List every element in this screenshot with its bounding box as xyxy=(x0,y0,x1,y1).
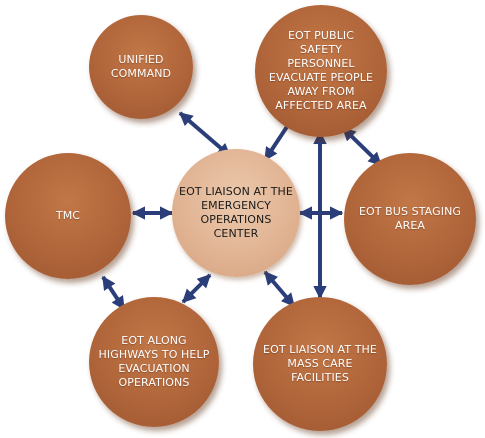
node-unified-command-label: UNIFIED COMMAND xyxy=(110,53,172,80)
node-highways-label: EOT ALONG HIGHWAYS TO HELP EVACUATION OP… xyxy=(98,334,210,389)
node-tmc: TMC xyxy=(5,153,131,279)
node-highways: EOT ALONG HIGHWAYS TO HELP EVACUATION OP… xyxy=(89,297,219,427)
node-bus-staging: EOT BUS STAGING AREA xyxy=(344,153,476,285)
arrow-public-safety-bus-staging xyxy=(341,126,383,167)
node-bus-staging-label: EOT BUS STAGING AREA xyxy=(358,205,462,232)
arrow-tmc-highways xyxy=(101,275,126,311)
node-unified-command: UNIFIED COMMAND xyxy=(89,15,193,119)
node-mass-care-label: EOT LIAISON AT THE MASS CARE FACILITIES xyxy=(263,343,377,384)
node-mass-care: EOT LIAISON AT THE MASS CARE FACILITIES xyxy=(253,297,387,431)
node-public-safety-label: EOT PUBLIC SAFETY PERSONNEL EVACUATE PEO… xyxy=(268,29,374,112)
node-center-eoc-label: EOT LIAISON AT THE EMERGENCY OPERATIONS … xyxy=(179,185,293,240)
node-tmc-label: TMC xyxy=(55,209,81,222)
arrow-center-highways xyxy=(181,273,212,304)
node-public-safety: EOT PUBLIC SAFETY PERSONNEL EVACUATE PEO… xyxy=(255,5,387,137)
arrow-center-mass-care xyxy=(263,270,296,308)
node-center-eoc: EOT LIAISON AT THE EMERGENCY OPERATIONS … xyxy=(172,149,300,277)
arrow-center-unified-command xyxy=(178,111,232,158)
